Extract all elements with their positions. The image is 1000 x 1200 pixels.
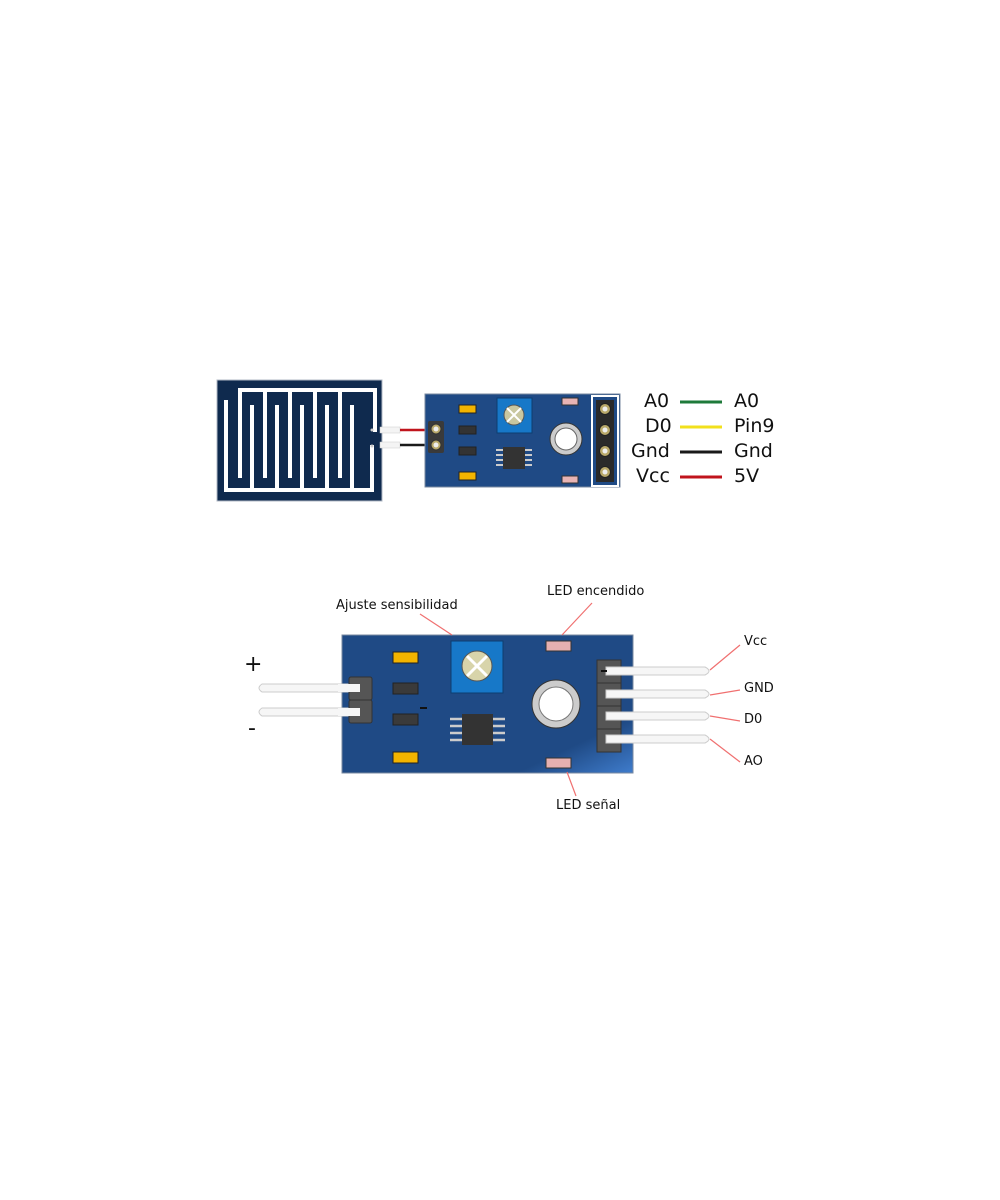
callout-lines xyxy=(419,602,741,797)
callout-potentiometer: Ajuste sensibilidad xyxy=(336,598,458,613)
output-pin-gnd: GND xyxy=(744,681,774,696)
callout-signal-led: LED señal xyxy=(556,798,621,813)
module-pin-vcc: Vcc xyxy=(636,465,670,487)
module-pin-d0: D0 xyxy=(645,415,672,437)
input-plus-label: + xyxy=(244,652,263,677)
arduino-pin-a0: A0 xyxy=(734,390,760,412)
arduino-pin-5v: 5V xyxy=(734,465,760,487)
wiring-color-lines xyxy=(680,400,722,479)
input-minus-label: - xyxy=(248,716,256,741)
sensor-module-small xyxy=(424,393,621,488)
arduino-pin-gnd: Gnd xyxy=(734,440,773,462)
module-pin-a0: A0 xyxy=(644,390,670,412)
output-pin-d0: D0 xyxy=(744,712,763,727)
module-pin-gnd: Gnd xyxy=(631,440,670,462)
output-pin-ao: AO xyxy=(744,754,763,769)
rain-sensor-plate xyxy=(216,379,383,502)
plate-wires xyxy=(379,426,428,449)
sensor-module-large xyxy=(258,634,710,774)
callout-power-led: LED encendido xyxy=(547,584,645,599)
arduino-pin-pin9: Pin9 xyxy=(734,415,775,437)
output-pin-vcc: Vcc xyxy=(744,634,768,649)
